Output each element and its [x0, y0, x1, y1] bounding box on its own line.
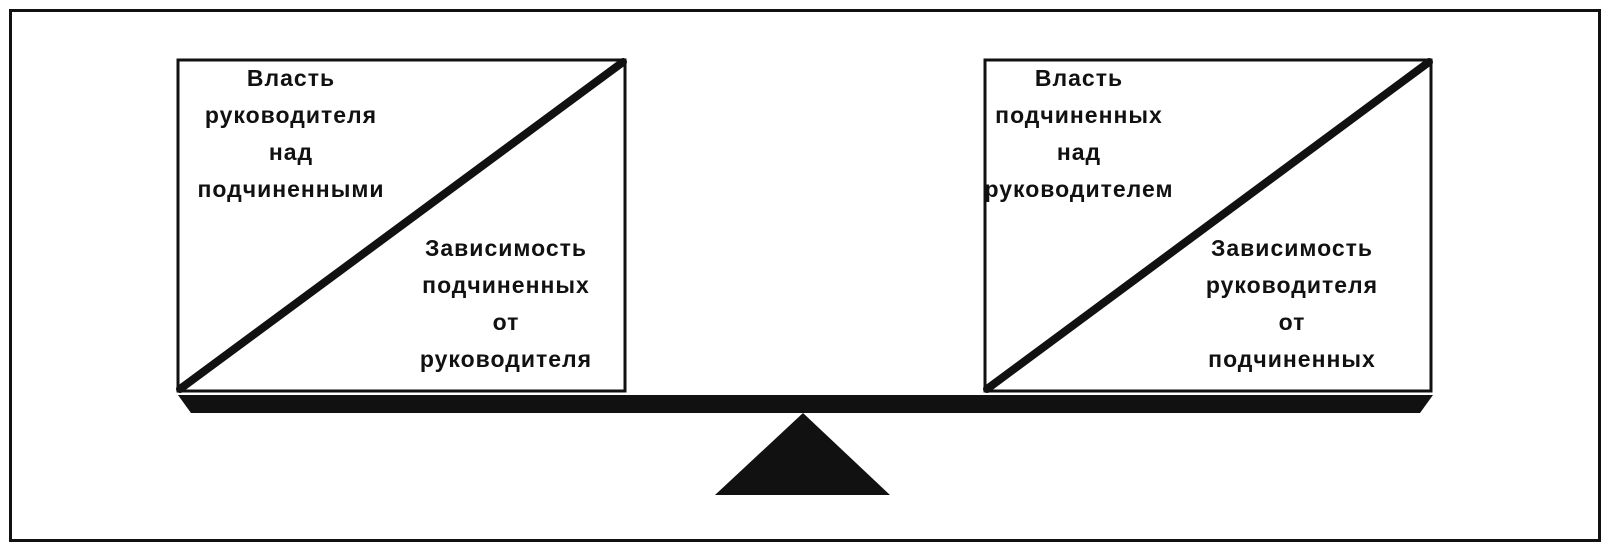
fulcrum-triangle	[715, 413, 890, 495]
left-box-diagonal	[176, 58, 627, 393]
right-box	[983, 58, 1433, 393]
left-lower-label: Зависимость подчиненных от руководителя	[419, 235, 593, 372]
scale-beam	[178, 395, 1433, 413]
left-box	[176, 58, 627, 393]
right-upper-label: Власть подчиненных над руководителем	[984, 65, 1174, 202]
left-upper-label: Власть руководителя над подчиненными	[197, 65, 385, 202]
right-lower-label: Зависимость руководителя от подчиненных	[1205, 235, 1379, 372]
right-box-diagonal	[983, 58, 1433, 393]
